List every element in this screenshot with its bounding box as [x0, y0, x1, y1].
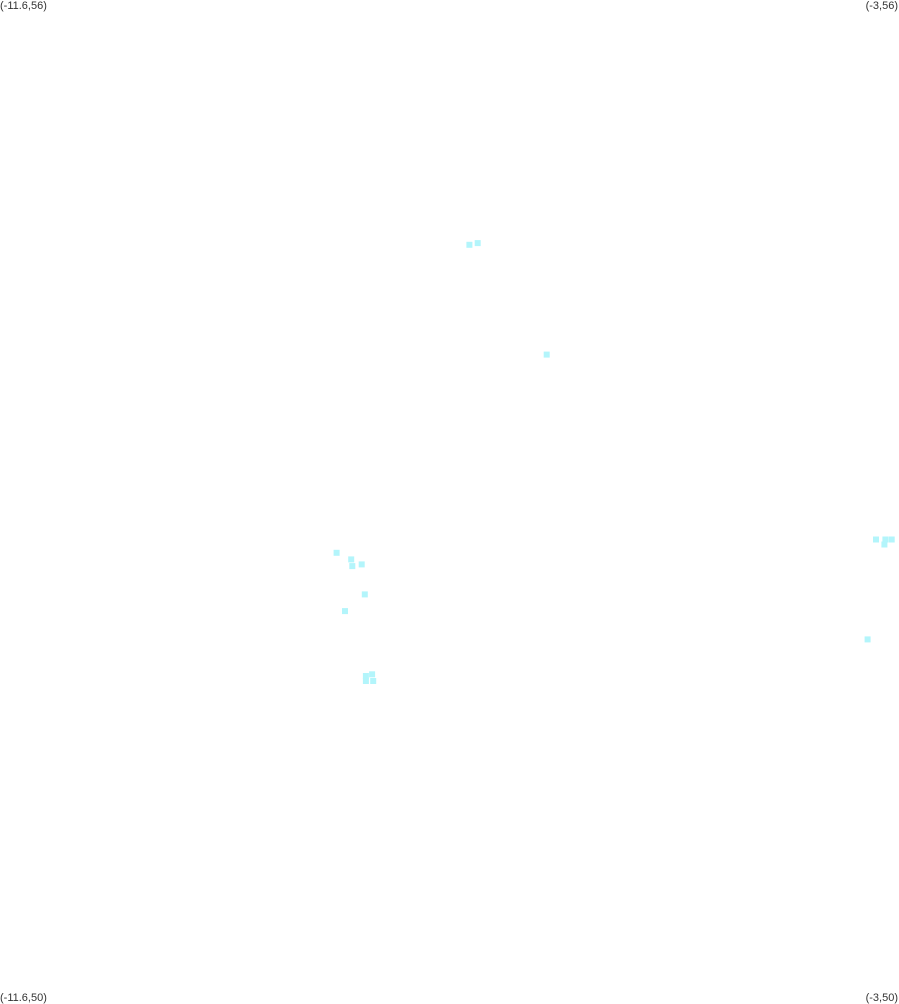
corner-label-bottom-left: (-11.6,50) [0, 992, 47, 1004]
points-layer [333, 240, 895, 684]
map-point-3 [333, 549, 340, 556]
map-point-16 [881, 541, 888, 548]
map-point-14 [882, 536, 889, 543]
corner-label-top-right: (-3,56) [865, 0, 898, 12]
map-point-11 [362, 678, 369, 684]
map-point-6 [358, 561, 365, 568]
map-point-9 [362, 673, 369, 679]
map-point-10 [369, 671, 376, 678]
map-point-0 [466, 241, 473, 248]
map-point-8 [342, 608, 348, 615]
map-point-2 [543, 351, 550, 358]
corner-label-top-left: (-11.6,56) [0, 0, 47, 12]
corner-label-bottom-right: (-3,50) [865, 992, 898, 1004]
map-point-17 [864, 636, 871, 643]
map-point-5 [349, 563, 356, 570]
map-point-4 [348, 556, 355, 563]
map-point-15 [888, 536, 895, 543]
map-point-7 [361, 591, 368, 598]
map-point-12 [370, 678, 377, 684]
map-point-13 [873, 536, 879, 543]
map-point-1 [474, 240, 481, 247]
